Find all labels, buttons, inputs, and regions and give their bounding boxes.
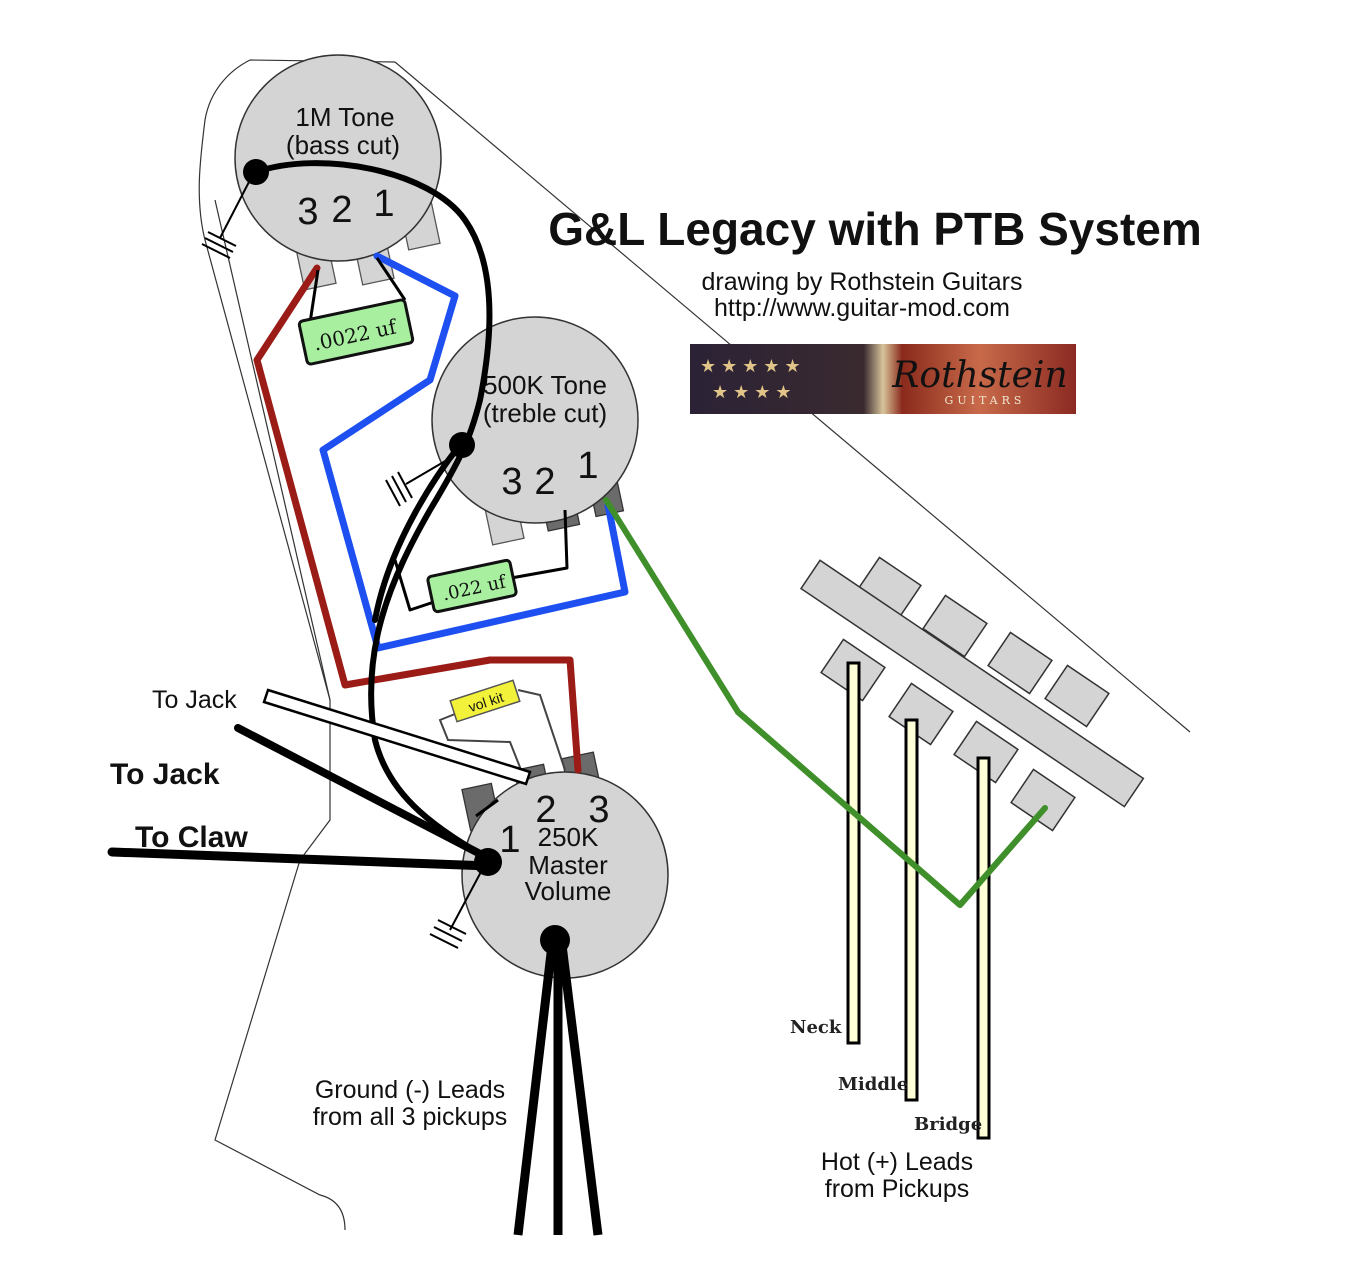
volume-pot-label: Master	[528, 850, 608, 880]
bass-pot-lug-number: 1	[373, 183, 394, 225]
neck-pickup-label: Neck	[790, 1017, 842, 1038]
treble-pot-lug-number: 2	[534, 461, 555, 503]
to-jack-label-2: To Jack	[110, 758, 220, 791]
hot-leads-label: Hot (+) Leads	[821, 1148, 973, 1176]
switch-bar	[799, 559, 1145, 808]
flag-banner	[690, 344, 1076, 414]
ground-symbol-icon	[201, 179, 251, 259]
to-claw-label: To Claw	[135, 821, 248, 854]
green-wire-overlay	[735, 709, 1048, 908]
rothstein-logo: ★ ★ ★ ★ ★ ★ ★ ★ ★ Rothstein GUITARS	[690, 344, 1076, 414]
middle-pickup-lead	[904, 718, 919, 1102]
bass-tone-pot: 1M Tone (bass cut) 3 2 1	[234, 54, 442, 291]
bass-tone-capacitor: .0022 uf	[297, 298, 415, 366]
bass-pot-lug-number: 2	[331, 189, 352, 231]
pickup-ground-leads	[513, 944, 603, 1236]
bass-pot-sublabel: (bass cut)	[286, 130, 400, 160]
ground-leads-sublabel: from all 3 pickups	[313, 1103, 508, 1131]
volume-pot-sublabel: Volume	[525, 876, 612, 906]
jack-hot-wire	[262, 688, 532, 786]
svg-text:★ ★ ★ ★: ★ ★ ★ ★	[712, 382, 792, 402]
volume-kit: vol kit	[438, 679, 566, 781]
switch-lug	[987, 631, 1053, 695]
claw-ground-wire	[107, 847, 495, 871]
bass-pot-label: 1M Tone	[295, 102, 394, 132]
red-wire	[253, 264, 582, 774]
treble-pot-lug-number: 1	[577, 445, 598, 487]
middle-pickup-label: Middle	[838, 1074, 908, 1095]
volume-pot-lug-number: 2	[535, 789, 556, 831]
bass-pot-lug-number: 3	[297, 191, 318, 233]
capacitor-body	[297, 298, 415, 366]
ground-leads-label: Ground (-) Leads	[315, 1076, 505, 1104]
switch-lug	[888, 682, 954, 746]
capacitor-body	[426, 558, 518, 614]
pickup-selector-switch	[799, 556, 1145, 832]
treble-pot-lug-number: 3	[501, 461, 522, 503]
bridge-pickup-label: Bridge	[914, 1114, 982, 1135]
diagram-title: G&L Legacy with PTB System	[548, 203, 1202, 255]
treble-tone-capacitor: .022 uf	[426, 558, 518, 614]
treble-pot-sublabel: (treble cut)	[483, 398, 607, 428]
credit-url: http://www.guitar-mod.com	[714, 294, 1010, 322]
switch-lug	[1044, 664, 1110, 728]
bass-pot-body	[234, 54, 442, 262]
hot-leads-sublabel: from Pickups	[825, 1175, 969, 1203]
volume-pot-lug-number: 1	[499, 819, 520, 861]
volume-pot-value: 250K	[538, 822, 599, 852]
treble-cap-leads	[393, 509, 569, 612]
neck-pickup-lead	[846, 661, 861, 1045]
volume-pot-lug-number: 3	[588, 789, 609, 831]
to-jack-label-1: To Jack	[152, 686, 237, 714]
switch-lug	[1010, 768, 1076, 832]
credit-line: drawing by Rothstein Guitars	[702, 268, 1023, 296]
ground-symbol-icon	[385, 459, 448, 507]
blue-wire	[319, 252, 629, 652]
treble-pot-label: 500K Tone	[483, 370, 607, 400]
treble-pot-solder-point	[449, 432, 475, 458]
volume-lug1-jumper	[475, 798, 499, 818]
ground-symbol-icon	[429, 869, 483, 949]
vol-kit-resistor	[449, 679, 521, 723]
switch-lug	[953, 720, 1019, 784]
bridge-pickup-lead	[976, 756, 991, 1140]
black-wire-treble-ground	[372, 442, 463, 623]
volume-solder-point	[474, 848, 502, 876]
logo-sub: GUITARS	[945, 394, 1026, 407]
flag-stars: ★ ★ ★ ★ ★ ★ ★ ★ ★	[700, 356, 801, 402]
logo-name: Rothstein	[891, 355, 1067, 396]
jack-ground-wire	[234, 724, 492, 862]
svg-text:★ ★ ★ ★ ★: ★ ★ ★ ★ ★	[700, 356, 801, 376]
switch-lug	[922, 594, 988, 658]
vol-kit-leads	[438, 689, 566, 781]
